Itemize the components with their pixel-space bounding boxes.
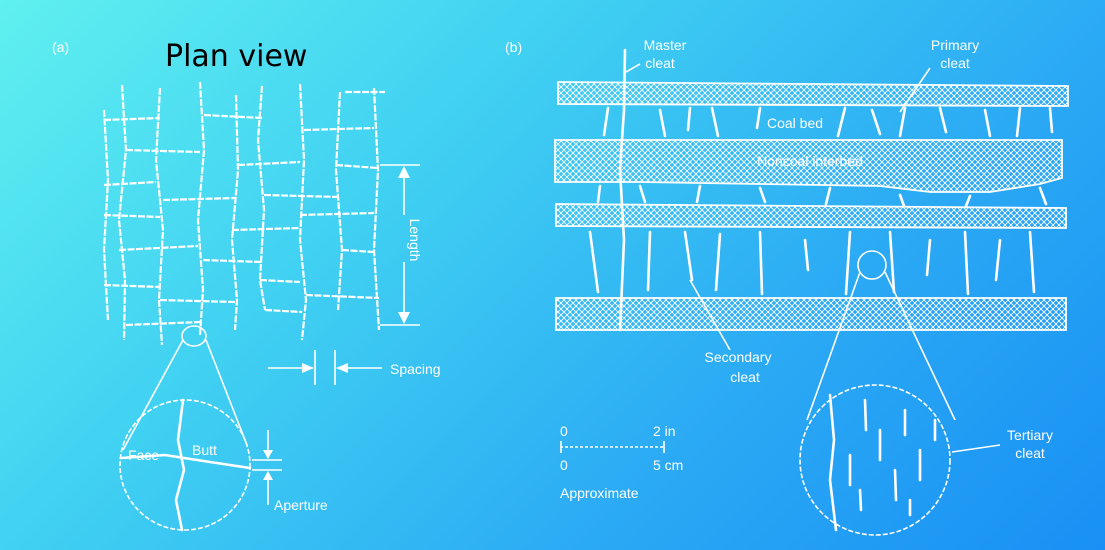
master-cleat-label-1: Master [644, 37, 687, 53]
scale-bottom-value: 5 cm [653, 457, 683, 473]
panel-a-tag: (a) [52, 39, 69, 55]
scale-bottom-zero: 0 [560, 457, 568, 473]
length-label: Length [407, 219, 423, 262]
panel-a: (a) Plan view [52, 39, 441, 530]
panel-b: (b) [505, 37, 1068, 535]
primary-cleat-label-1: Primary [931, 37, 979, 53]
aperture-label: Aperture [274, 497, 328, 513]
master-cleat-label-2: cleat [645, 55, 675, 71]
scale-top-value: 2 in [653, 423, 676, 439]
panel-b-tag: (b) [505, 39, 522, 55]
secondary-cleat-label-2: cleat [730, 369, 760, 385]
tertiary-circle [800, 385, 950, 535]
scale-note: Approximate [560, 485, 639, 501]
primary-cleat-label-2: cleat [940, 55, 970, 71]
spacing-dimension: Spacing [268, 350, 441, 385]
face-label: Face [128, 447, 159, 463]
length-dimension: Length [380, 165, 423, 325]
tertiary-cleat-label-2: cleat [1015, 445, 1045, 461]
tertiary-cleat-label-1: Tertiary [1007, 427, 1053, 443]
scale-bar: 0 2 in 0 5 cm Approximate [560, 423, 683, 501]
secondary-cleat-label-1: Secondary [705, 349, 772, 365]
coal-bed-label: Coal bed [767, 115, 823, 131]
butt-label: Butt [192, 442, 217, 458]
coal-bed-cleats [590, 108, 1052, 294]
cleat-magnifier: Face Butt Aperture [120, 326, 328, 530]
spacing-label: Spacing [390, 361, 441, 377]
plan-view-title: Plan view [165, 39, 307, 74]
interbed-label: Noncoal interbed [757, 153, 863, 169]
scale-top-zero: 0 [560, 423, 568, 439]
butt-cleat-network [104, 92, 385, 325]
tertiary-magnifier: Tertiary cleat [800, 251, 1053, 535]
